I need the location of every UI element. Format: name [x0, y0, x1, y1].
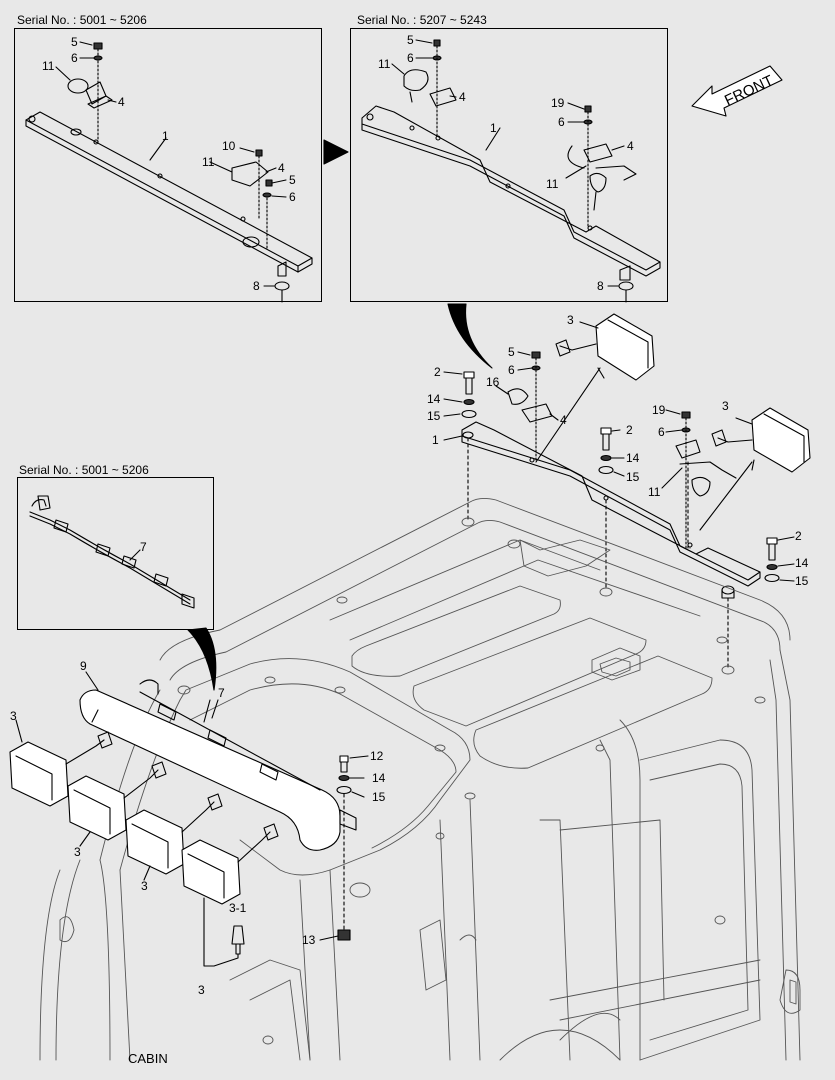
callout-main-19: 19 — [652, 403, 666, 417]
callout-tl-10: 10 — [222, 139, 236, 153]
callout-tr-6b: 6 — [558, 115, 565, 129]
callout-tr-11b: 11 — [546, 177, 559, 191]
callout-tl-8: 8 — [253, 279, 260, 293]
cabin-label: CABIN — [128, 1051, 168, 1066]
callout-tl-1: 1 — [162, 129, 169, 143]
callout-tl-6b: 6 — [289, 190, 296, 204]
callout-main-3: 3 — [567, 313, 574, 327]
callout-main-6b: 6 — [658, 425, 665, 439]
callout-low-3a: 3 — [10, 709, 17, 723]
callout-main-1: 1 — [432, 433, 439, 447]
inset-top-left-drawing — [25, 41, 313, 303]
work-lamp-4 — [181, 823, 279, 905]
callout-tl-5b: 5 — [289, 173, 296, 187]
callout-low-14: 14 — [372, 771, 386, 785]
callout-main-14b: 14 — [626, 451, 640, 465]
callout-low-15: 15 — [372, 790, 386, 804]
inset-frame-top-left — [14, 28, 322, 302]
callout-tl-11: 11 — [42, 59, 55, 73]
callout-main-11: 11 — [648, 485, 661, 499]
serial-label-mid-left: Serial No. : 5001 ~ 5206 — [19, 463, 149, 477]
callout-tr-6: 6 — [407, 51, 414, 65]
inset-frame-mid-left — [17, 477, 214, 630]
callout-tr-19: 19 — [551, 96, 565, 110]
callout-tr-4: 4 — [459, 90, 466, 104]
callout-tl-11b: 11 — [202, 155, 215, 169]
callout-low-3-1: 3-1 — [229, 901, 247, 915]
callout-tr-8: 8 — [597, 279, 604, 293]
callout-tl-6: 6 — [71, 51, 78, 65]
callout-main-5: 5 — [508, 345, 515, 359]
serial-label-top-right: Serial No. : 5207 ~ 5243 — [357, 13, 487, 27]
callout-main-4: 4 — [560, 413, 567, 427]
callout-low-12: 12 — [370, 749, 384, 763]
callout-tl-4: 4 — [118, 95, 125, 109]
callout-main-14: 14 — [427, 392, 441, 406]
callout-tl-4b: 4 — [278, 161, 285, 175]
callout-main-15b: 15 — [626, 470, 640, 484]
callout-low-3b: 3 — [74, 845, 81, 859]
callout-main-2b: 2 — [626, 423, 633, 437]
callout-main-16: 16 — [486, 375, 500, 389]
callout-tr-11: 11 — [378, 57, 391, 71]
serial-label-top-left: Serial No. : 5001 ~ 5206 — [17, 13, 147, 27]
callout-main-15: 15 — [427, 409, 441, 423]
callout-main-2: 2 — [434, 365, 441, 379]
work-lamp-3 — [125, 793, 223, 875]
callout-tr-1: 1 — [490, 121, 497, 135]
callout-tr-5: 5 — [407, 33, 414, 47]
work-lamp-1 — [9, 731, 113, 807]
inset-top-right-drawing — [361, 39, 661, 303]
callout-main-15c: 15 — [795, 574, 809, 588]
front-arrow — [691, 65, 783, 117]
callout-main-14c: 14 — [795, 556, 809, 570]
callout-low-13: 13 — [302, 933, 316, 947]
callout-low-7: 7 — [218, 686, 225, 700]
callout-main-3b: 3 — [722, 399, 729, 413]
inset-mid-left-drawing — [29, 495, 195, 609]
callout-low-3c: 3 — [141, 879, 148, 893]
cabin-outline — [39, 497, 801, 1061]
work-lamp-2 — [67, 761, 167, 841]
callout-tl-5: 5 — [71, 35, 78, 49]
callout-tr-4b: 4 — [627, 139, 634, 153]
callout-low-9: 9 — [80, 659, 87, 673]
callout-main-6: 6 — [508, 363, 515, 377]
callout-low-3e: 3 — [198, 983, 205, 997]
roof-light-bracket — [443, 313, 811, 671]
callout-main-2c: 2 — [795, 529, 802, 543]
work-light-bar — [9, 671, 369, 967]
callout-ml-7: 7 — [140, 540, 147, 554]
